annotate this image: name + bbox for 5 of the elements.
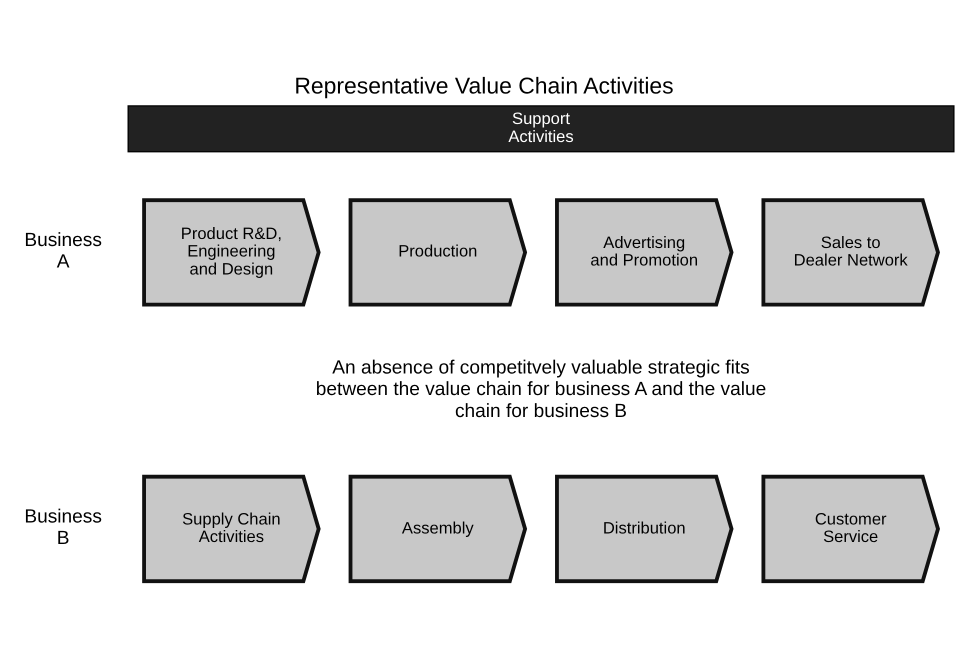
label: Business B xyxy=(24,506,102,549)
label: An absence of competitvely valuable strategic fits between the value chain for business A and the value chain for business B xyxy=(315,356,766,422)
diagram-title: Representative Value Chain Activities xyxy=(294,72,674,98)
label: Business A xyxy=(24,230,102,272)
node-box: Support Activities xyxy=(127,104,954,152)
